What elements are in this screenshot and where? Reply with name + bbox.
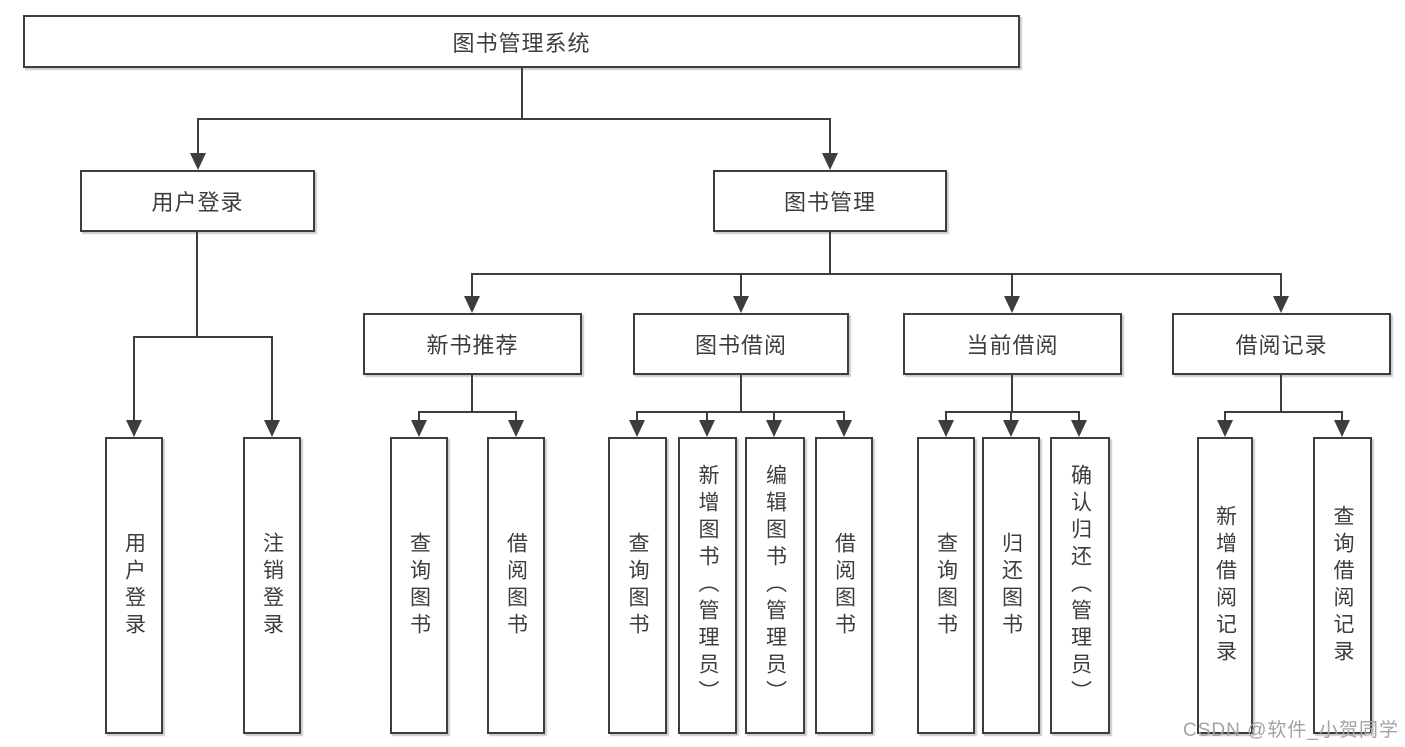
connector-mgmt-bar xyxy=(471,273,1282,275)
connector-stub xyxy=(1280,375,1282,411)
connector-stem xyxy=(1011,273,1013,297)
connector-stem xyxy=(829,118,831,154)
node-new-book-recommend: 新书推荐 xyxy=(363,313,582,375)
csdn-watermark: CSDN @软件_小贺同学 xyxy=(1183,720,1399,741)
leaf-nbr-query-books: 查询图书 xyxy=(390,437,448,734)
connector-bar xyxy=(418,411,517,413)
arrow-down-icon xyxy=(766,420,782,437)
arrow-down-icon xyxy=(264,420,280,437)
connector-stem xyxy=(1280,273,1282,297)
leaf-user-login: 用户登录 xyxy=(105,437,163,734)
connector-stem xyxy=(515,411,517,421)
leaf-bb-borrow-books: 借阅图书 xyxy=(815,437,873,734)
connector-stem xyxy=(773,411,775,421)
node-user-login: 用户登录 xyxy=(80,170,315,232)
connector-stem xyxy=(197,118,199,154)
connector-stem xyxy=(636,411,638,421)
connector-stub xyxy=(740,375,742,411)
connector-stem xyxy=(133,336,135,421)
connector-stem xyxy=(418,411,420,421)
arrow-down-icon xyxy=(1273,296,1289,313)
connector-stem xyxy=(1078,411,1080,421)
arrow-down-icon xyxy=(1334,420,1350,437)
arrow-down-icon xyxy=(1003,420,1019,437)
node-current-borrowing: 当前借阅 xyxy=(903,313,1122,375)
arrow-down-icon xyxy=(464,296,480,313)
arrow-down-icon xyxy=(1071,420,1087,437)
arrow-down-icon xyxy=(1004,296,1020,313)
connector-login-bar xyxy=(133,336,273,338)
arrow-down-icon xyxy=(699,420,715,437)
arrow-down-icon xyxy=(508,420,524,437)
connector-stem xyxy=(843,411,845,421)
leaf-bb-query-books: 查询图书 xyxy=(608,437,667,734)
arrow-down-icon xyxy=(733,296,749,313)
connector-login-stub xyxy=(196,232,198,336)
arrow-down-icon xyxy=(126,420,142,437)
arrow-down-icon xyxy=(1217,420,1233,437)
connector-stub xyxy=(471,375,473,411)
connector-stem xyxy=(706,411,708,421)
leaf-bb-add-books-admin: 新增图书（管理员） xyxy=(678,437,737,734)
connector-stem xyxy=(1224,411,1226,421)
connector-stub xyxy=(1011,375,1013,411)
connector-root-stub xyxy=(521,68,523,118)
connector-stem xyxy=(271,336,273,421)
node-book-management: 图书管理 xyxy=(713,170,947,232)
arrow-down-icon xyxy=(822,153,838,170)
connector-bar xyxy=(945,411,1080,413)
leaf-cb-confirm-return-admin: 确认归还（管理员） xyxy=(1050,437,1110,734)
connector-root-bar xyxy=(197,118,831,120)
connector-stem xyxy=(1341,411,1343,421)
leaf-nbr-borrow-books: 借阅图书 xyxy=(487,437,545,734)
leaf-cb-query-books: 查询图书 xyxy=(917,437,975,734)
leaf-br-add-borrow-record: 新增借阅记录 xyxy=(1197,437,1253,734)
connector-mgmt-stub xyxy=(829,232,831,273)
leaf-bb-edit-books-admin: 编辑图书（管理员） xyxy=(745,437,805,734)
arrow-down-icon xyxy=(411,420,427,437)
leaf-cb-return-books: 归还图书 xyxy=(982,437,1040,734)
connector-stem xyxy=(1010,411,1012,421)
connector-bar xyxy=(1224,411,1343,413)
leaf-logout: 注销登录 xyxy=(243,437,301,734)
node-borrow-records: 借阅记录 xyxy=(1172,313,1391,375)
arrow-down-icon xyxy=(836,420,852,437)
connector-stem xyxy=(471,273,473,297)
connector-stem xyxy=(945,411,947,421)
node-book-borrowing: 图书借阅 xyxy=(633,313,849,375)
leaf-br-query-borrow-record: 查询借阅记录 xyxy=(1313,437,1372,734)
arrow-down-icon xyxy=(938,420,954,437)
arrow-down-icon xyxy=(190,153,206,170)
connector-stem xyxy=(740,273,742,297)
connector-bar xyxy=(636,411,845,413)
arrow-down-icon xyxy=(629,420,645,437)
node-root-library-system: 图书管理系统 xyxy=(23,15,1020,68)
